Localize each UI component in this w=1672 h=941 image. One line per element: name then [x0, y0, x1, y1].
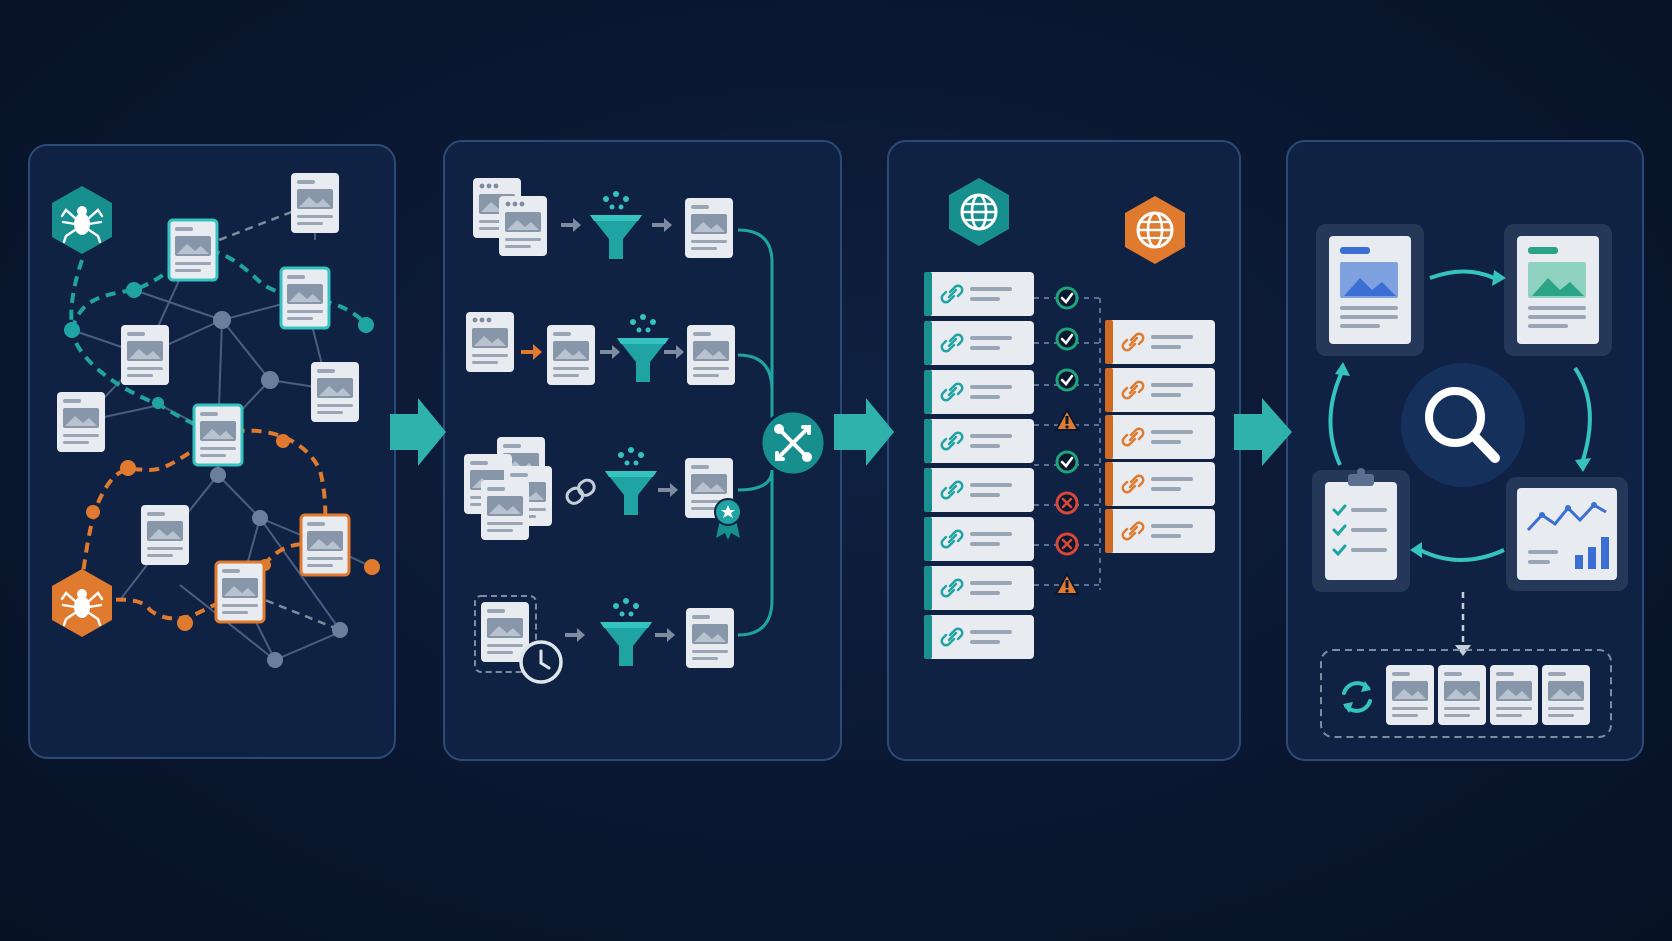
- orange-link-list: [1103, 318, 1217, 555]
- orange-globe-icon: [1125, 196, 1185, 264]
- check-icon: [1055, 450, 1079, 474]
- warning-icon: [1054, 571, 1080, 595]
- merge-connectors: [737, 228, 774, 637]
- checklist-icon: [1312, 468, 1410, 592]
- filter-row-2: [466, 312, 735, 385]
- crawl-graph: [57, 173, 380, 668]
- source-page-card: [1316, 224, 1424, 356]
- refresh-icon: [1342, 681, 1372, 713]
- search-icon: [1401, 363, 1525, 487]
- error-icon: [1055, 491, 1079, 515]
- link-status-column: [1054, 286, 1080, 595]
- orange-spider-icon: [52, 569, 112, 637]
- refresh-queue: [1320, 649, 1612, 738]
- check-icon: [1055, 327, 1079, 351]
- chart-icon: [1506, 477, 1628, 591]
- flow-arrow-1: [390, 398, 446, 466]
- check-icon: [1055, 368, 1079, 392]
- refresh-cycle: [1312, 224, 1628, 738]
- filter-row-3: [464, 437, 742, 540]
- teal-spider-icon: [52, 186, 112, 254]
- flow-arrow-3: [1234, 398, 1292, 466]
- updated-page-card: [1504, 224, 1612, 356]
- flow-arrow-2: [834, 398, 894, 466]
- check-icon: [1055, 286, 1079, 310]
- clock-icon: [519, 640, 563, 684]
- error-icon: [1055, 532, 1079, 556]
- merge-tools-icon: [759, 409, 827, 477]
- link-icon: [565, 478, 596, 505]
- panel-filter: [443, 140, 842, 761]
- filter-row-4: [474, 595, 734, 684]
- warning-icon: [1054, 407, 1080, 431]
- award-badge-icon: [714, 498, 742, 540]
- teal-globe-icon: [949, 178, 1009, 246]
